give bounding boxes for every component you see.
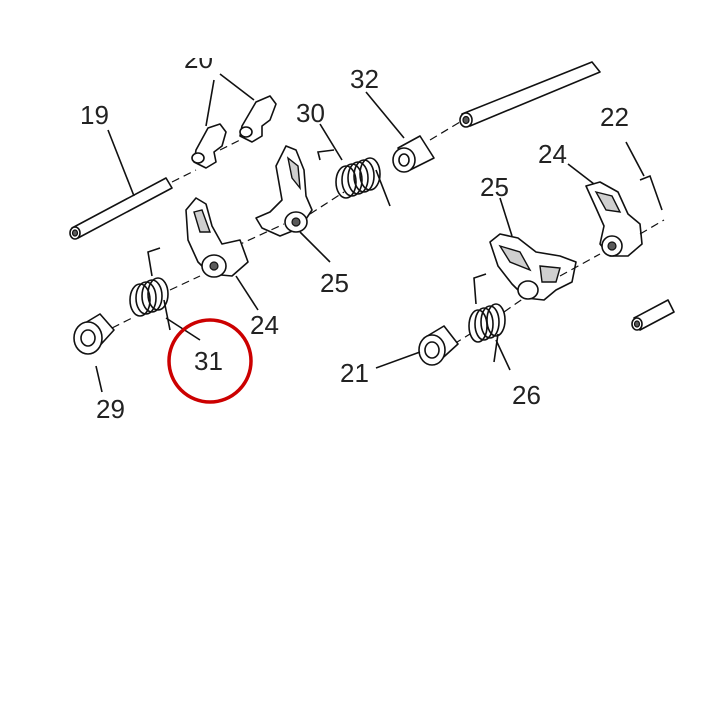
callout-labels: 19 20 32 30 22 24 25 25 24 31 29 21 26 [80, 44, 629, 424]
label-24-left: 24 [250, 310, 279, 340]
label-19: 19 [80, 100, 109, 130]
part-26-spring [453, 273, 525, 363]
label-21: 21 [340, 358, 369, 388]
label-30: 30 [296, 98, 325, 128]
part-25-fork-right [489, 233, 577, 301]
part-long-shaft [429, 61, 601, 141]
part-31-spring [111, 247, 201, 331]
part-25-fork-upper [235, 145, 345, 247]
part-shaft-lower-right [631, 299, 675, 331]
label-24-right: 24 [538, 139, 567, 169]
label-32: 32 [350, 64, 379, 94]
top-crop-mask [0, 0, 720, 58]
label-29: 29 [96, 394, 125, 424]
label-25-upper: 25 [320, 268, 349, 298]
part-29-bushing [73, 313, 115, 355]
part-24-fork-right [559, 174, 665, 277]
part-24-fork-left [185, 197, 249, 278]
highlight-circle-31 [167, 318, 253, 404]
label-26: 26 [512, 380, 541, 410]
label-22: 22 [600, 102, 629, 132]
part-19-shaft [69, 169, 197, 240]
label-31: 31 [194, 346, 223, 376]
part-21-bushing [418, 325, 459, 366]
leader-lines [95, 73, 645, 393]
part-32-bushing [392, 135, 435, 173]
part-30-spring [317, 149, 391, 207]
part-20-clips [191, 95, 277, 169]
label-25-right: 25 [480, 172, 509, 202]
